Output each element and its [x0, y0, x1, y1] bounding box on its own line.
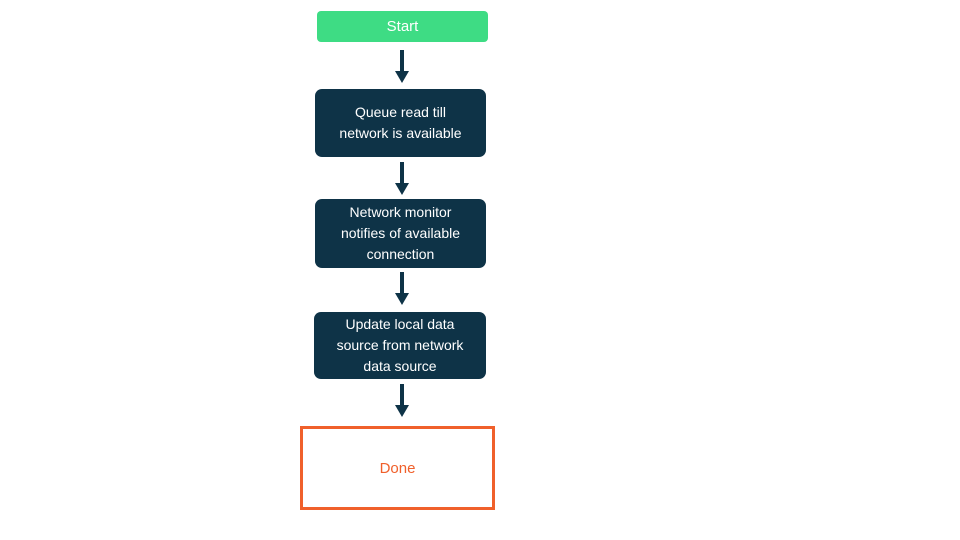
arrow-network-monitor-to-update-local: [394, 272, 410, 305]
arrow-start-to-queue-read: [394, 50, 410, 83]
arrow-down-icon: [395, 71, 409, 83]
arrow-shaft: [400, 272, 404, 293]
flow-node-start: Start: [317, 11, 488, 42]
flow-node-done: Done: [300, 426, 495, 510]
arrow-down-icon: [395, 183, 409, 195]
flow-node-update-local: Update local data source from network da…: [314, 312, 486, 379]
flow-node-queue-read: Queue read till network is available: [315, 89, 486, 157]
arrow-down-icon: [395, 293, 409, 305]
arrow-shaft: [400, 50, 404, 71]
arrow-update-local-to-done: [394, 384, 410, 417]
arrow-shaft: [400, 162, 404, 183]
arrow-shaft: [400, 384, 404, 405]
flow-node-network-monitor: Network monitor notifies of available co…: [315, 199, 486, 268]
arrow-queue-read-to-network-monitor: [394, 162, 410, 195]
arrow-down-icon: [395, 405, 409, 417]
